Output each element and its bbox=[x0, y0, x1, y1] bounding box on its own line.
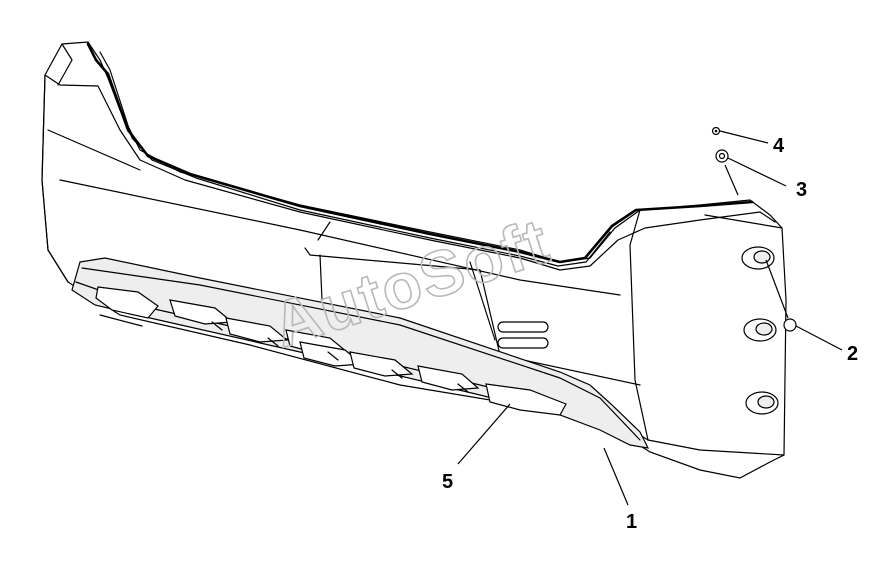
fastener-nut bbox=[711, 126, 721, 136]
leader-2b bbox=[765, 259, 789, 319]
leader-3b bbox=[724, 164, 739, 196]
right-vent bbox=[485, 383, 567, 416]
callout-1: 1 bbox=[626, 511, 637, 533]
mounting-holes bbox=[741, 246, 779, 415]
callout-5: 5 bbox=[442, 471, 453, 493]
center-slots bbox=[497, 321, 549, 349]
leader-2 bbox=[795, 325, 843, 351]
left-vent bbox=[95, 286, 159, 319]
leader-3 bbox=[727, 157, 787, 187]
lower-skid-plate bbox=[71, 257, 650, 449]
bumper-cover bbox=[41, 41, 787, 479]
callout-2: 2 bbox=[847, 343, 858, 365]
leader-5 bbox=[457, 403, 511, 465]
fastener-washer bbox=[715, 149, 729, 163]
fastener-clip bbox=[783, 318, 797, 332]
leader-4 bbox=[719, 130, 769, 144]
leader-1 bbox=[603, 447, 629, 506]
callout-4: 4 bbox=[773, 135, 785, 157]
callout-3: 3 bbox=[796, 179, 807, 201]
